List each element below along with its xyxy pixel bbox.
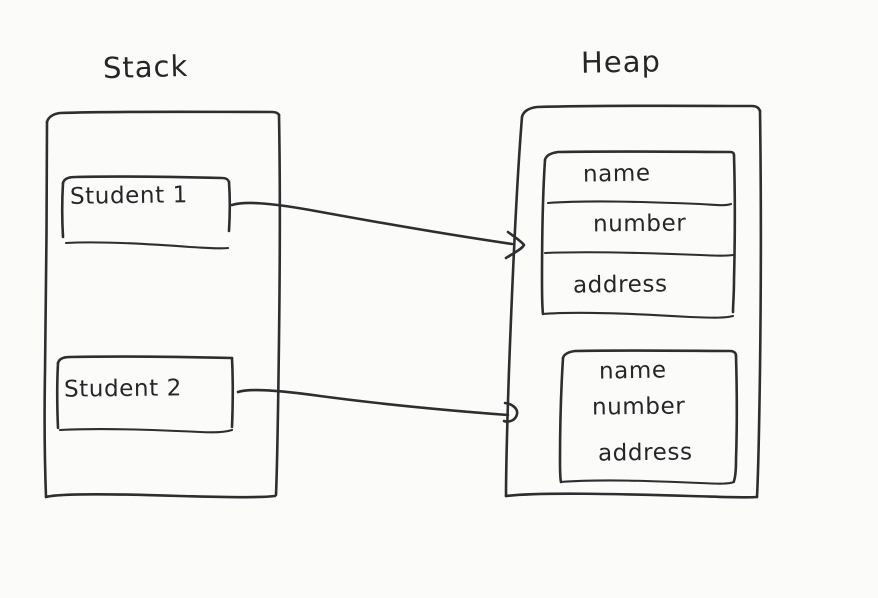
heap-object-2-field-name: name: [598, 357, 667, 385]
heap-object-1-box: [540, 150, 737, 319]
stack-slot-1-box: [60, 175, 232, 250]
heap-object-1-field-address: address: [572, 271, 668, 299]
heap-object-1-field-number: number: [592, 210, 687, 238]
heap-object-2-field-address: address: [597, 439, 693, 467]
stack-slot-student-2-label[interactable]: Student 2: [63, 375, 183, 403]
stack-slot-2-box: [55, 355, 235, 434]
student-2-reference-arrow: [236, 388, 519, 423]
stack-slot-student-1-label[interactable]: Student 1: [69, 182, 189, 210]
heap-object-2-field-number: number: [591, 393, 686, 421]
heap-title: Heap: [580, 44, 662, 80]
heap-container: [504, 104, 763, 499]
student-1-reference-arrow: [230, 201, 526, 260]
stack-title: Stack: [102, 48, 189, 86]
heap-object-1-field-name: name: [582, 160, 651, 188]
heap-object-2-box: [558, 349, 739, 485]
stack-container: [43, 110, 282, 499]
